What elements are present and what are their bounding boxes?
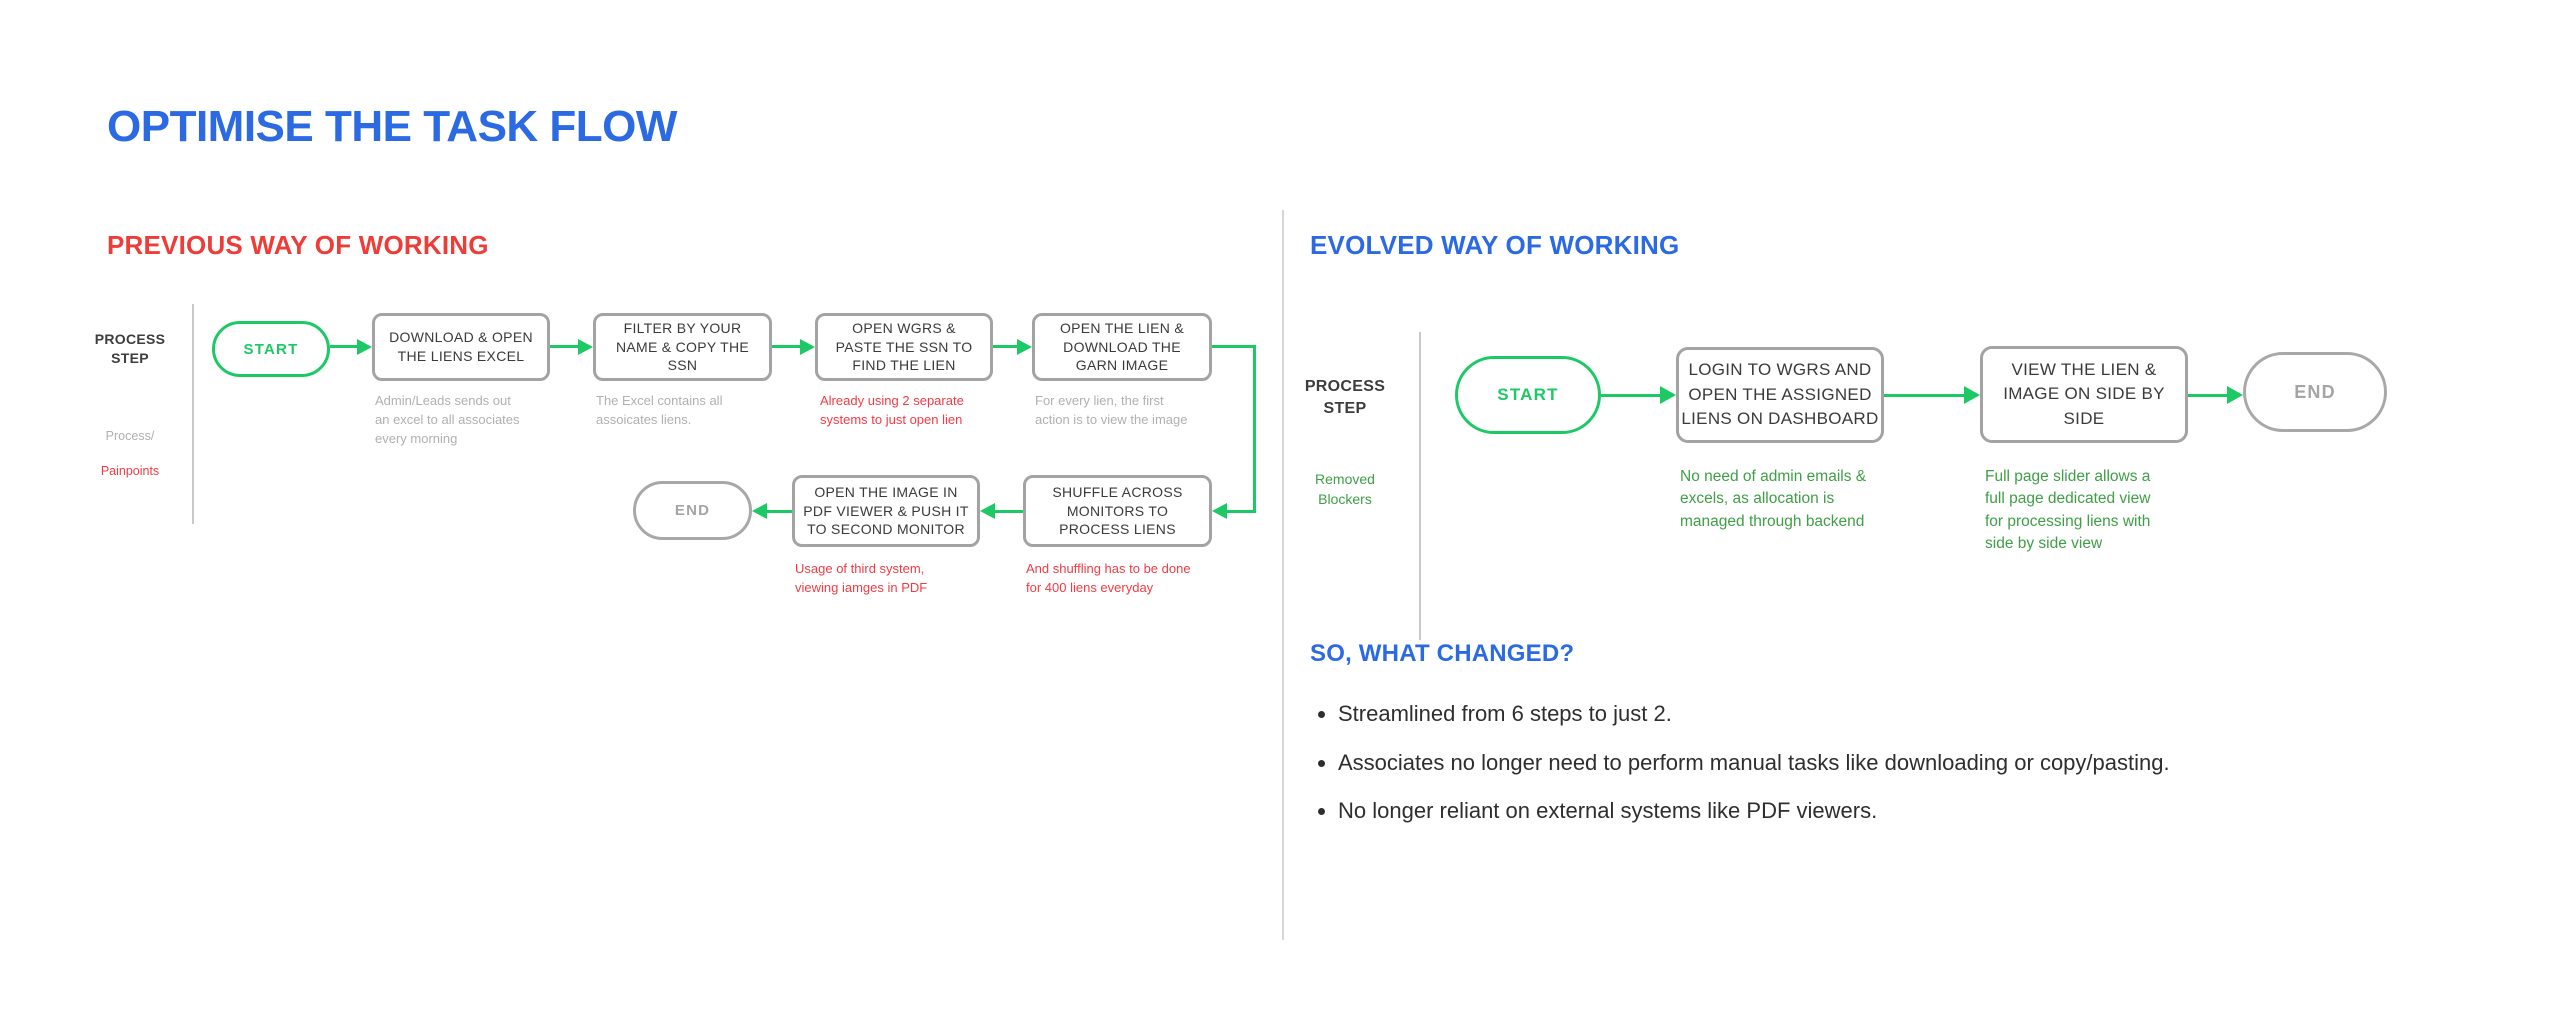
changed-heading: SO, WHAT CHANGED? — [1310, 640, 1575, 667]
axis-sub-process: Process/ — [105, 428, 155, 443]
previous-step-download-excel: DOWNLOAD & OPEN THE LIENS EXCEL — [372, 313, 550, 381]
previous-axis-sub: Process/ Painpoints — [88, 410, 172, 498]
arrow-line — [995, 510, 1023, 513]
arrow-right-icon — [578, 339, 593, 355]
arrow-right-icon — [1017, 339, 1032, 355]
previous-step-open-wgrs: OPEN WGRS & PASTE THE SSN TO FIND THE LI… — [815, 313, 993, 381]
arrow-line — [772, 345, 800, 348]
arrow-left-icon — [980, 503, 995, 519]
previous-step-filter-ssn: FILTER BY YOUR NAME & COPY THE SSN — [593, 313, 772, 381]
axis-sub-painpoints: Painpoints — [100, 463, 160, 478]
arrow-right-icon — [800, 339, 815, 355]
arrow-line — [993, 345, 1017, 348]
changed-bullet-1: Streamlined from 6 steps to just 2. — [1338, 700, 2170, 728]
evolved-axis-sub: Removed Blockers — [1315, 471, 1375, 507]
arrow-line — [2188, 394, 2227, 397]
evolved-note-login-wgrs: No need of admin emails & excels, as all… — [1680, 468, 1867, 530]
elbow-connector-bottom — [1227, 510, 1256, 513]
arrow-line — [767, 510, 792, 513]
arrow-right-icon — [1660, 386, 1676, 404]
evolved-heading: EVOLVED WAY OF WORKING — [1310, 230, 1680, 260]
previous-step-shuffle-monitors: SHUFFLE ACROSS MONITORS TO PROCESS LIENS — [1023, 475, 1212, 547]
evolved-start-node: START — [1455, 356, 1601, 434]
evolved-axis-label: PROCESS STEP — [1304, 378, 1386, 417]
elbow-connector-top — [1212, 345, 1256, 348]
previous-step-open-lien: OPEN THE LIEN & DOWNLOAD THE GARN IMAGE — [1032, 313, 1212, 381]
arrow-right-icon — [357, 339, 372, 355]
previous-note-download-excel: Admin/Leads sends out an excel to all as… — [375, 393, 520, 446]
page-title: OPTIMISE THE TASK FLOW — [107, 102, 677, 151]
arrow-line — [1884, 394, 1964, 397]
previous-axis-divider — [192, 304, 194, 524]
previous-end-node: END — [633, 481, 752, 540]
previous-axis-label: PROCESS STEP — [94, 331, 166, 366]
evolved-note-side-by-side: Full page slider allows a full page dedi… — [1985, 468, 2151, 553]
previous-note-pdf-viewer: Usage of third system, viewing iamges in… — [795, 561, 928, 595]
changed-bullet-3: No longer reliant on external systems li… — [1338, 797, 2170, 825]
previous-start-node: START — [212, 321, 330, 377]
arrow-right-icon — [1964, 386, 1980, 404]
arrow-left-icon — [752, 503, 767, 519]
previous-step-pdf-viewer: OPEN THE IMAGE IN PDF VIEWER & PUSH IT T… — [792, 475, 980, 547]
arrow-line — [550, 345, 578, 348]
evolved-axis-divider — [1419, 332, 1421, 640]
previous-note-filter-ssn: The Excel contains all assoicates liens. — [596, 393, 723, 427]
previous-note-open-wgrs: Already using 2 separate systems to just… — [820, 393, 964, 427]
arrow-line — [1601, 394, 1660, 397]
evolved-step-side-by-side: VIEW THE LIEN & IMAGE ON SIDE BY SIDE — [1980, 346, 2188, 443]
previous-note-open-lien: For every lien, the first action is to v… — [1035, 393, 1188, 427]
evolved-step-login-wgrs: LOGIN TO WGRS AND OPEN THE ASSIGNED LIEN… — [1676, 347, 1884, 443]
arrow-line — [330, 345, 357, 348]
arrow-left-icon — [1212, 503, 1227, 519]
elbow-connector-vertical — [1253, 345, 1256, 512]
evolved-end-node: END — [2243, 352, 2387, 432]
changed-bullet-2: Associates no longer need to perform man… — [1338, 749, 2170, 777]
changed-bullet-list: Streamlined from 6 steps to just 2. Asso… — [1316, 700, 2170, 846]
arrow-right-icon — [2227, 386, 2243, 404]
previous-heading: PREVIOUS WAY OF WORKING — [107, 230, 489, 260]
previous-note-shuffle-monitors: And shuffling has to be done for 400 lie… — [1026, 561, 1191, 595]
section-divider — [1282, 210, 1284, 940]
